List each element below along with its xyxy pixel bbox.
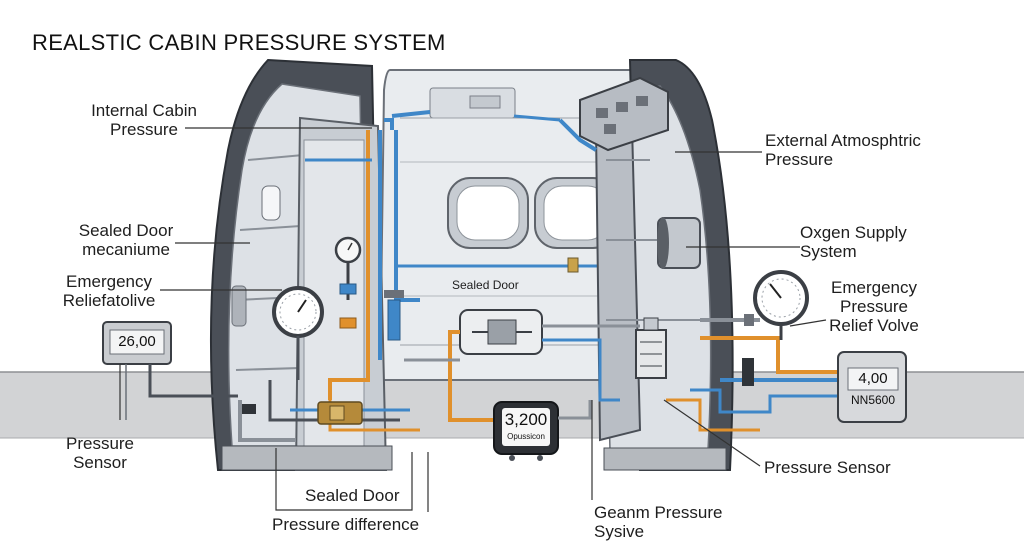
oxygen-cylinder (657, 217, 701, 269)
right-mechanism-box (579, 76, 669, 152)
label-sealed-door-bottom: Sealed Door (305, 486, 400, 505)
label-geanm-pressure-system: Geanm Pressure Sysive (594, 503, 723, 541)
left-base-pad (221, 445, 393, 471)
label-external-atmospheric-pressure: External Atmosphtric Pressure (765, 131, 921, 169)
center-display-value: 3,200 (504, 410, 548, 429)
label-sealed-door-mechanism: Sealed Door mecaniume (78, 221, 174, 259)
center-display-subtext: Opussicon (507, 432, 545, 441)
right-base-pad (603, 447, 727, 471)
label-internal-cabin-pressure: Internal Cabin Pressure (91, 101, 197, 139)
label-oxygen-supply-system: Oxgen Supply System (800, 223, 907, 261)
right-valve-stack (635, 317, 667, 379)
label-pressure-difference: Pressure difference (272, 515, 420, 534)
label-pressure-sensor-right: Pressure Sensor (764, 458, 891, 477)
left-pressure-gauge (272, 286, 324, 380)
label-emergency-pressure-relief-valve: Emergency Pressure Relief Volve (829, 278, 919, 335)
left-readout-box (102, 321, 172, 365)
right-display-subtext: NN5600 (850, 393, 896, 407)
left-small-gauge (334, 236, 362, 329)
cabin-window-right (534, 177, 616, 249)
center-sensor-device (459, 309, 543, 355)
leader-lines (119, 127, 827, 512)
center-pressure-display (493, 401, 559, 461)
label-sealed-door-center: Sealed Door (452, 278, 519, 292)
right-display-value: 4,00 (858, 370, 888, 387)
label-pressure-sensor-left: Pressure Sensor (65, 434, 135, 472)
diagram-title: REALSTIC CABIN PRESSURE SYSTEM (32, 30, 446, 55)
right-door-panel (594, 124, 642, 442)
left-valve-assembly (317, 401, 363, 425)
cabin-window-left (447, 177, 529, 249)
label-emergency-relief-left: Emergency Reliefatolive (62, 272, 156, 310)
right-pressure-gauge (753, 270, 809, 340)
right-display-box (837, 351, 907, 423)
left-readout-value: 26,00 (118, 333, 156, 350)
